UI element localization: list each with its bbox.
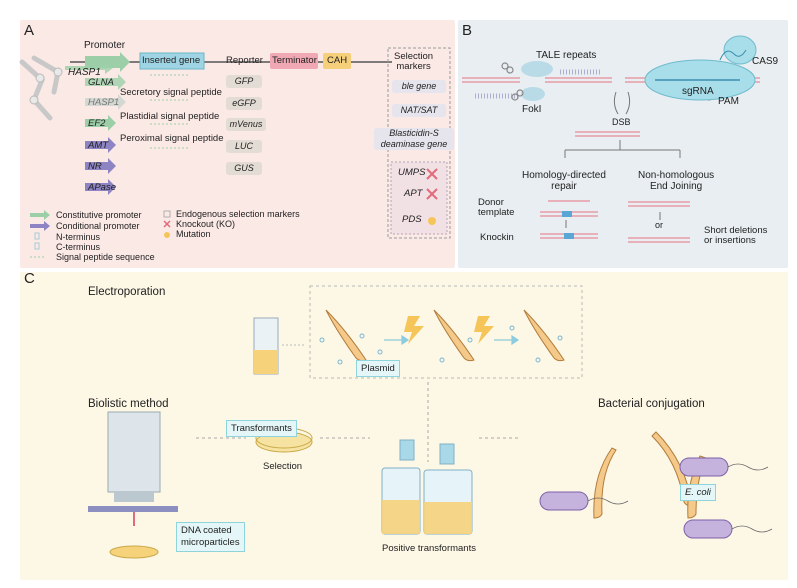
reporter-mvenus: mVenus — [226, 118, 266, 131]
promoter-3: HASP1 — [88, 97, 120, 108]
dsb-label: DSB — [612, 117, 631, 127]
signal-peptide-secretory: Secretory signal peptide — [120, 87, 222, 98]
promoter-7: APase — [88, 182, 116, 193]
legend-conditional: Conditional promoter — [56, 221, 140, 231]
endogenous-pds: PDS — [402, 214, 422, 225]
ecoli-callout: E. coli — [680, 484, 716, 501]
legend-n-terminus: N-terminus — [56, 232, 101, 242]
construct-terminator: Terminator — [272, 55, 317, 66]
signal-peptide-plastidial: Plastidial signal peptide — [120, 111, 220, 122]
reporter-egfp: eGFP — [226, 97, 262, 110]
reporter-gfp: GFP — [226, 75, 262, 88]
promoter-5: AMT — [88, 140, 109, 151]
construct-inserted-gene: Inserted gene — [142, 55, 201, 66]
selection-label: Selection — [263, 461, 303, 472]
legend-signal-peptide: Signal peptide sequence — [56, 252, 155, 262]
selection-ble: ble gene — [392, 80, 446, 93]
promoter-1: HASP1 — [68, 67, 101, 78]
biolistic-label: Biolistic method — [88, 398, 169, 410]
short-deletions-label: Short deletions or insertions — [704, 225, 768, 247]
construct-cah: CAH — [327, 55, 348, 66]
pam-label: PAM — [718, 96, 739, 107]
foki-label: FokI — [522, 104, 542, 115]
nhej-label: Non-homologous End Joining — [638, 170, 715, 192]
promoter-4: EF2 — [88, 118, 106, 129]
transformants-callout: Transformants — [226, 420, 297, 437]
selection-blasticidin: Blasticidin-S deaminase gene — [374, 128, 454, 150]
or-label: or — [655, 220, 664, 230]
legend-mutation: Mutation — [176, 229, 211, 239]
tale-repeats-label: TALE repeats — [536, 50, 597, 61]
dna-coated-callout: DNA coated microparticles — [176, 522, 245, 552]
knockin-label: Knockin — [480, 232, 514, 243]
legend-endogenous: Endogenous selection markers — [176, 209, 300, 219]
positive-transformants-label: Positive transformants — [382, 543, 476, 554]
electroporation-label: Electroporation — [88, 286, 166, 298]
signal-peptide-peroximal: Peroximal signal peptide — [120, 133, 224, 144]
endogenous-apt: APT — [404, 188, 423, 199]
panel-b-label: B — [462, 22, 473, 39]
selection-nat-sat: NAT/SAT — [392, 104, 446, 117]
diatom-chain-icon — [19, 55, 61, 121]
legend-knockout: Knockout (KO) — [176, 219, 236, 229]
donor-template-label: Donor template — [478, 197, 515, 219]
reporter-luc: LUC — [226, 140, 262, 153]
promoter-2: GLNA — [88, 77, 114, 88]
promoter-6: NR — [88, 161, 102, 172]
bacterial-conjugation-label: Bacterial conjugation — [598, 398, 705, 410]
legend-c-terminus: C-terminus — [56, 242, 101, 252]
cas9-label: CAS9 — [752, 56, 779, 67]
construct-promoter: Promoter — [84, 40, 126, 51]
sgrna-label: sgRNA — [682, 86, 714, 97]
legend-constitutive: Constitutive promoter — [56, 210, 142, 220]
panel-c-label: C — [24, 270, 35, 287]
hdr-label: Homology-directed repair — [522, 170, 606, 192]
plasmid-callout: Plasmid — [356, 360, 400, 377]
panel-a-label: A — [24, 22, 35, 39]
construct-reporter: Reporter — [226, 55, 263, 66]
construct-selection-markers: Selection markers — [394, 51, 434, 73]
endogenous-umps: UMPS — [398, 167, 426, 178]
reporter-gus: GUS — [226, 162, 262, 175]
